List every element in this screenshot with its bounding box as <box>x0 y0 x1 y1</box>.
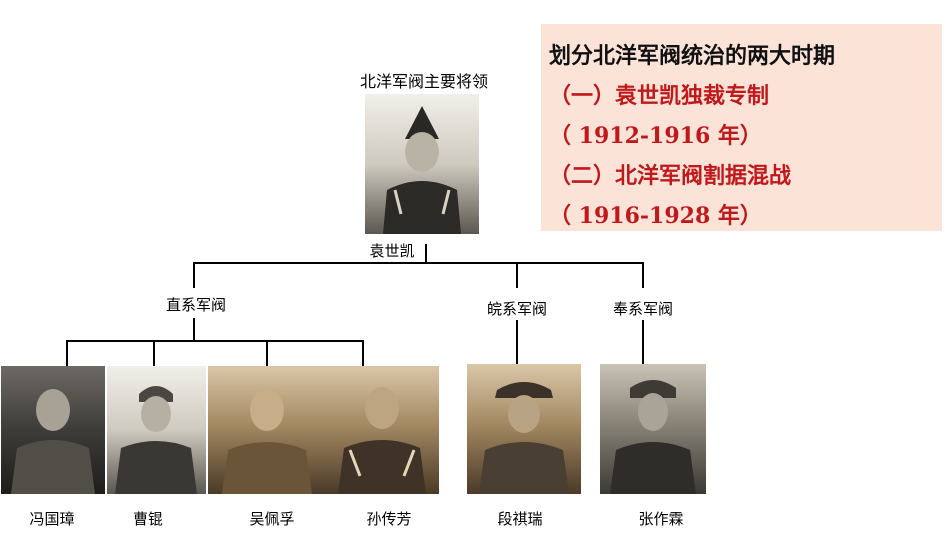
portrait-feng-guozhang-figure <box>11 389 95 494</box>
leader-name-feng-guozhang: 冯国璋 <box>29 510 75 528</box>
root-connector <box>425 244 427 264</box>
portrait-cao-kun-figure <box>115 386 197 494</box>
leader-name-zhang-zuolin: 张作霖 <box>638 510 684 528</box>
portrait-zhang-zuolin-figure <box>610 380 696 494</box>
connector-zhi-down <box>193 318 195 342</box>
root-name: 袁世凯 <box>369 242 415 260</box>
portrait-cao-kun <box>107 366 206 494</box>
portrait-duan-qirui <box>467 364 581 494</box>
portrait-wu-peifu <box>208 366 326 494</box>
portrait-root <box>365 94 479 234</box>
portrait-feng-guozhang <box>1 366 105 494</box>
leader-name-wu-peifu: 吴佩孚 <box>249 510 295 528</box>
connector-feng <box>642 262 644 288</box>
leader-name-sun-chuanfang: 孙传芳 <box>366 510 412 528</box>
period2-years: （ 1916-1928 年） <box>549 203 762 229</box>
portrait-sun-chuanfang <box>326 366 439 494</box>
connector-feng-guozhang <box>66 340 68 366</box>
leader-name-duan-qirui: 段祺瑞 <box>497 510 543 528</box>
period2-name: （二）北洋军阀割据混战 <box>549 163 792 189</box>
portrait-duan-qirui-figure <box>479 382 569 494</box>
portrait-zhang-zuolin <box>600 364 706 494</box>
connector-wan-down <box>516 320 518 364</box>
connector-sun-chuanfang <box>362 340 364 366</box>
portrait-sun-chuanfang-figure <box>338 387 426 494</box>
zhi-bus-line <box>66 340 364 342</box>
period1-years: （ 1912-1916 年） <box>549 123 762 149</box>
faction-label-zhi: 直系军阀 <box>165 296 227 314</box>
portrait-wu-peifu-figure <box>222 389 312 494</box>
period1-name: （一）袁世凯独裁专制 <box>549 83 770 109</box>
connector-wan <box>516 262 518 288</box>
connector-wu-peifu <box>266 340 268 366</box>
faction-label-wan: 皖系军阀 <box>486 300 548 318</box>
chart-title: 北洋军阀主要将领 <box>359 72 489 91</box>
periods-title: 划分北洋军阀统治的两大时期 <box>549 43 836 69</box>
faction-bus-line <box>193 262 644 264</box>
portrait-root-figure <box>383 106 461 234</box>
connector-zhi <box>193 262 195 288</box>
connector-feng-down <box>642 320 644 364</box>
periods-info-box: 划分北洋军阀统治的两大时期 （一）袁世凯独裁专制 （ 1912-1916 年） … <box>541 24 942 231</box>
leader-name-cao-kun: 曹锟 <box>132 510 164 528</box>
connector-cao-kun <box>153 340 155 366</box>
faction-label-feng: 奉系军阀 <box>612 300 674 318</box>
